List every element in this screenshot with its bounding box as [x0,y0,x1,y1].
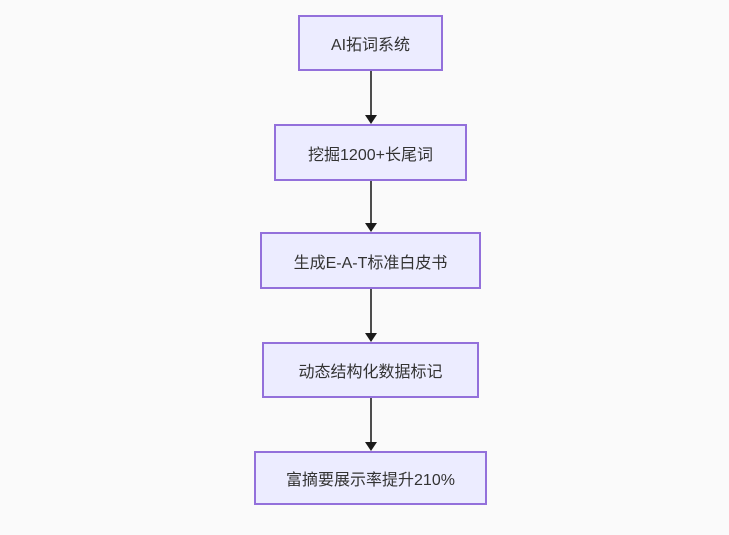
flow-arrow-4 [365,398,377,451]
flow-node-label: 挖掘1200+长尾词 [308,146,433,164]
flow-node-structured-data-markup: 动态结构化数据标记 [262,342,479,398]
flow-node-eat-whitepaper: 生成E-A-T标准白皮书 [260,232,481,289]
flow-arrow-3 [365,289,377,342]
flow-node-label: 生成E-A-T标准白皮书 [293,254,448,272]
flow-node-longtail-mining: 挖掘1200+长尾词 [274,124,467,181]
flow-node-label: AI拓词系统 [330,37,411,54]
flow-node-label: 富摘要展示率提升210% [286,472,455,489]
flow-arrow-1 [365,71,377,124]
flow-arrow-2 [365,181,377,232]
flow-node-label: 动态结构化数据标记 [298,364,443,381]
flow-node-ai-expansion-system: AI拓词系统 [298,15,443,71]
flow-node-rich-snippet-result: 富摘要展示率提升210% [254,451,487,505]
